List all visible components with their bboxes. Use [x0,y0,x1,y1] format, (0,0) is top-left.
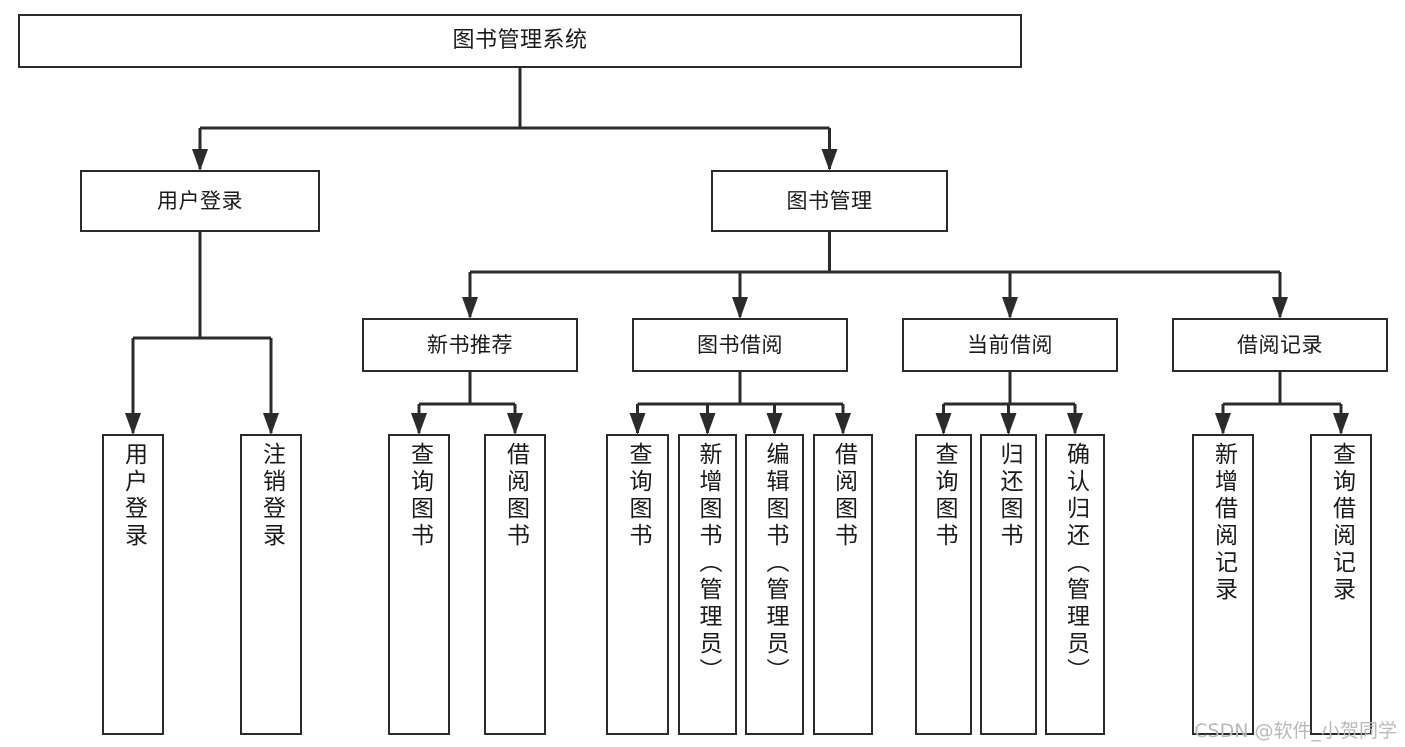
node-book-manage-label: 图书管理 [786,188,873,213]
node-leaf-edit-book-label: 编辑图书（管理员） [762,442,788,685]
node-new-book-recommend[interactable]: 新书推荐 [362,318,578,372]
node-leaf-confirm-return[interactable]: 确认归还（管理员） [1045,434,1105,735]
node-leaf-query-record-label: 查询借阅记录 [1328,442,1355,604]
node-leaf-borrow-book-1-label: 借阅图书 [502,442,529,550]
node-book-borrow[interactable]: 图书借阅 [632,318,848,372]
node-leaf-query-book-1-label: 查询图书 [406,442,433,550]
node-borrow-record[interactable]: 借阅记录 [1172,318,1388,372]
node-leaf-user-logout[interactable]: 注销登录 [240,434,302,735]
csdn-watermark: CSDN @软件_小贺同学 [1194,720,1397,742]
node-user-login-label: 用户登录 [157,188,243,213]
node-leaf-borrow-book-1[interactable]: 借阅图书 [484,434,546,735]
node-new-book-recommend-label: 新书推荐 [427,332,513,357]
node-leaf-query-book-3-label: 查询图书 [931,442,957,550]
node-leaf-edit-book[interactable]: 编辑图书（管理员） [745,434,804,735]
node-borrow-record-label: 借阅记录 [1237,332,1323,357]
node-root-label: 图书管理系统 [452,28,588,54]
node-leaf-borrow-book-2[interactable]: 借阅图书 [813,434,873,735]
node-leaf-return-book-label: 归还图书 [996,442,1022,550]
node-leaf-add-record[interactable]: 新增借阅记录 [1192,434,1254,735]
node-leaf-query-book-2[interactable]: 查询图书 [606,434,669,735]
node-leaf-add-record-label: 新增借阅记录 [1210,442,1237,604]
node-current-borrow-label: 当前借阅 [967,332,1053,357]
node-leaf-query-book-1[interactable]: 查询图书 [388,434,450,735]
node-leaf-confirm-return-label: 确认归还（管理员） [1062,442,1089,685]
node-leaf-add-book[interactable]: 新增图书（管理员） [678,434,737,735]
node-root[interactable]: 图书管理系统 [18,14,1022,68]
node-leaf-query-record[interactable]: 查询借阅记录 [1310,434,1372,735]
node-user-login[interactable]: 用户登录 [80,170,320,232]
node-leaf-borrow-book-2-label: 借阅图书 [830,442,857,550]
node-leaf-return-book[interactable]: 归还图书 [980,434,1037,735]
node-leaf-user-logout-label: 注销登录 [258,442,285,550]
node-leaf-query-book-2-label: 查询图书 [625,442,651,550]
node-book-borrow-label: 图书借阅 [697,332,783,357]
node-current-borrow[interactable]: 当前借阅 [902,318,1118,372]
node-leaf-user-login-label: 用户登录 [120,442,147,550]
node-leaf-query-book-3[interactable]: 查询图书 [915,434,972,735]
node-book-manage[interactable]: 图书管理 [711,170,948,232]
node-leaf-user-login[interactable]: 用户登录 [102,434,164,735]
node-leaf-add-book-label: 新增图书（管理员） [695,442,721,685]
